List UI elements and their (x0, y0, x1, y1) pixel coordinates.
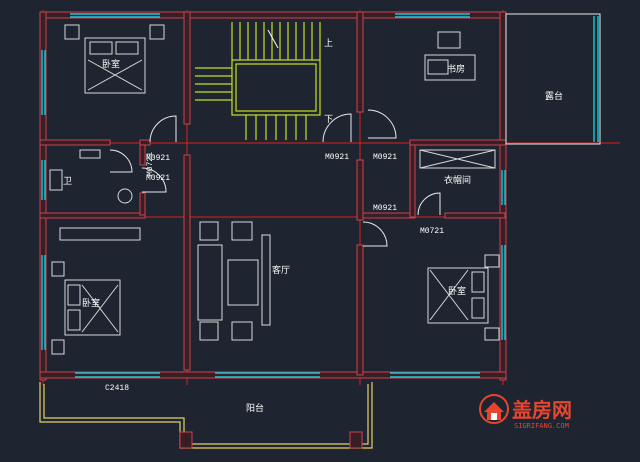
stair-down-label: 下 (324, 115, 333, 125)
bathroom-fixtures (49, 149, 133, 204)
door-swings (109, 109, 441, 247)
terrace-outline (505, 13, 601, 145)
door-label-m0921-e: M0921 (373, 204, 397, 213)
logo-url: SIGRIFANG.COM (514, 422, 569, 430)
walls (39, 11, 507, 381)
bed-top-bedroom (64, 24, 165, 94)
stair-arrow (267, 29, 279, 49)
room-label-balcony: 阳台 (246, 402, 264, 414)
desk-study (424, 31, 476, 81)
stair-steps-bottom (245, 115, 307, 140)
room-label-bathroom: 卫 (63, 177, 72, 187)
door-label-m0721-b: M0721 (420, 227, 444, 236)
room-label-bedroom-right: 卧室 (448, 285, 466, 297)
stair-steps-left (195, 67, 232, 101)
door-label-m0721-a: M0721 (146, 152, 155, 176)
room-label-closet: 衣帽间 (444, 174, 471, 186)
room-label-bedroom-top: 卧室 (102, 58, 120, 70)
bed-right-bedroom (427, 254, 500, 341)
axis-lines (40, 10, 620, 385)
stair-up-label: 上 (324, 38, 333, 49)
logo-watermark[interactable]: 盖房网 SIGRIFANG.COM (479, 394, 572, 430)
stair-steps-top (231, 22, 321, 60)
door-label-m0921-d: M0921 (373, 153, 397, 162)
door-label-m0921-c: M0921 (325, 153, 349, 162)
door-label-m0921-a: M0921 (146, 154, 170, 163)
closet-fixtures (419, 149, 496, 169)
room-label-living: 客厅 (272, 264, 290, 276)
room-label-study: 书房 (447, 63, 465, 75)
balcony-outline (39, 382, 373, 449)
room-label-bedroom-left: 卧室 (82, 297, 100, 309)
door-label-m0921-b: M0921 (146, 174, 170, 183)
logo-name: 盖房网 (512, 398, 572, 422)
house-logo-icon (479, 394, 509, 424)
windows (41, 13, 506, 378)
staircase[interactable]: 上 下 (195, 22, 333, 140)
room-label-terrace: 露台 (545, 90, 563, 102)
bed-left-bedroom (51, 227, 141, 355)
sofa-set-living (197, 221, 271, 341)
window-label-c2418: C2418 (105, 384, 129, 393)
